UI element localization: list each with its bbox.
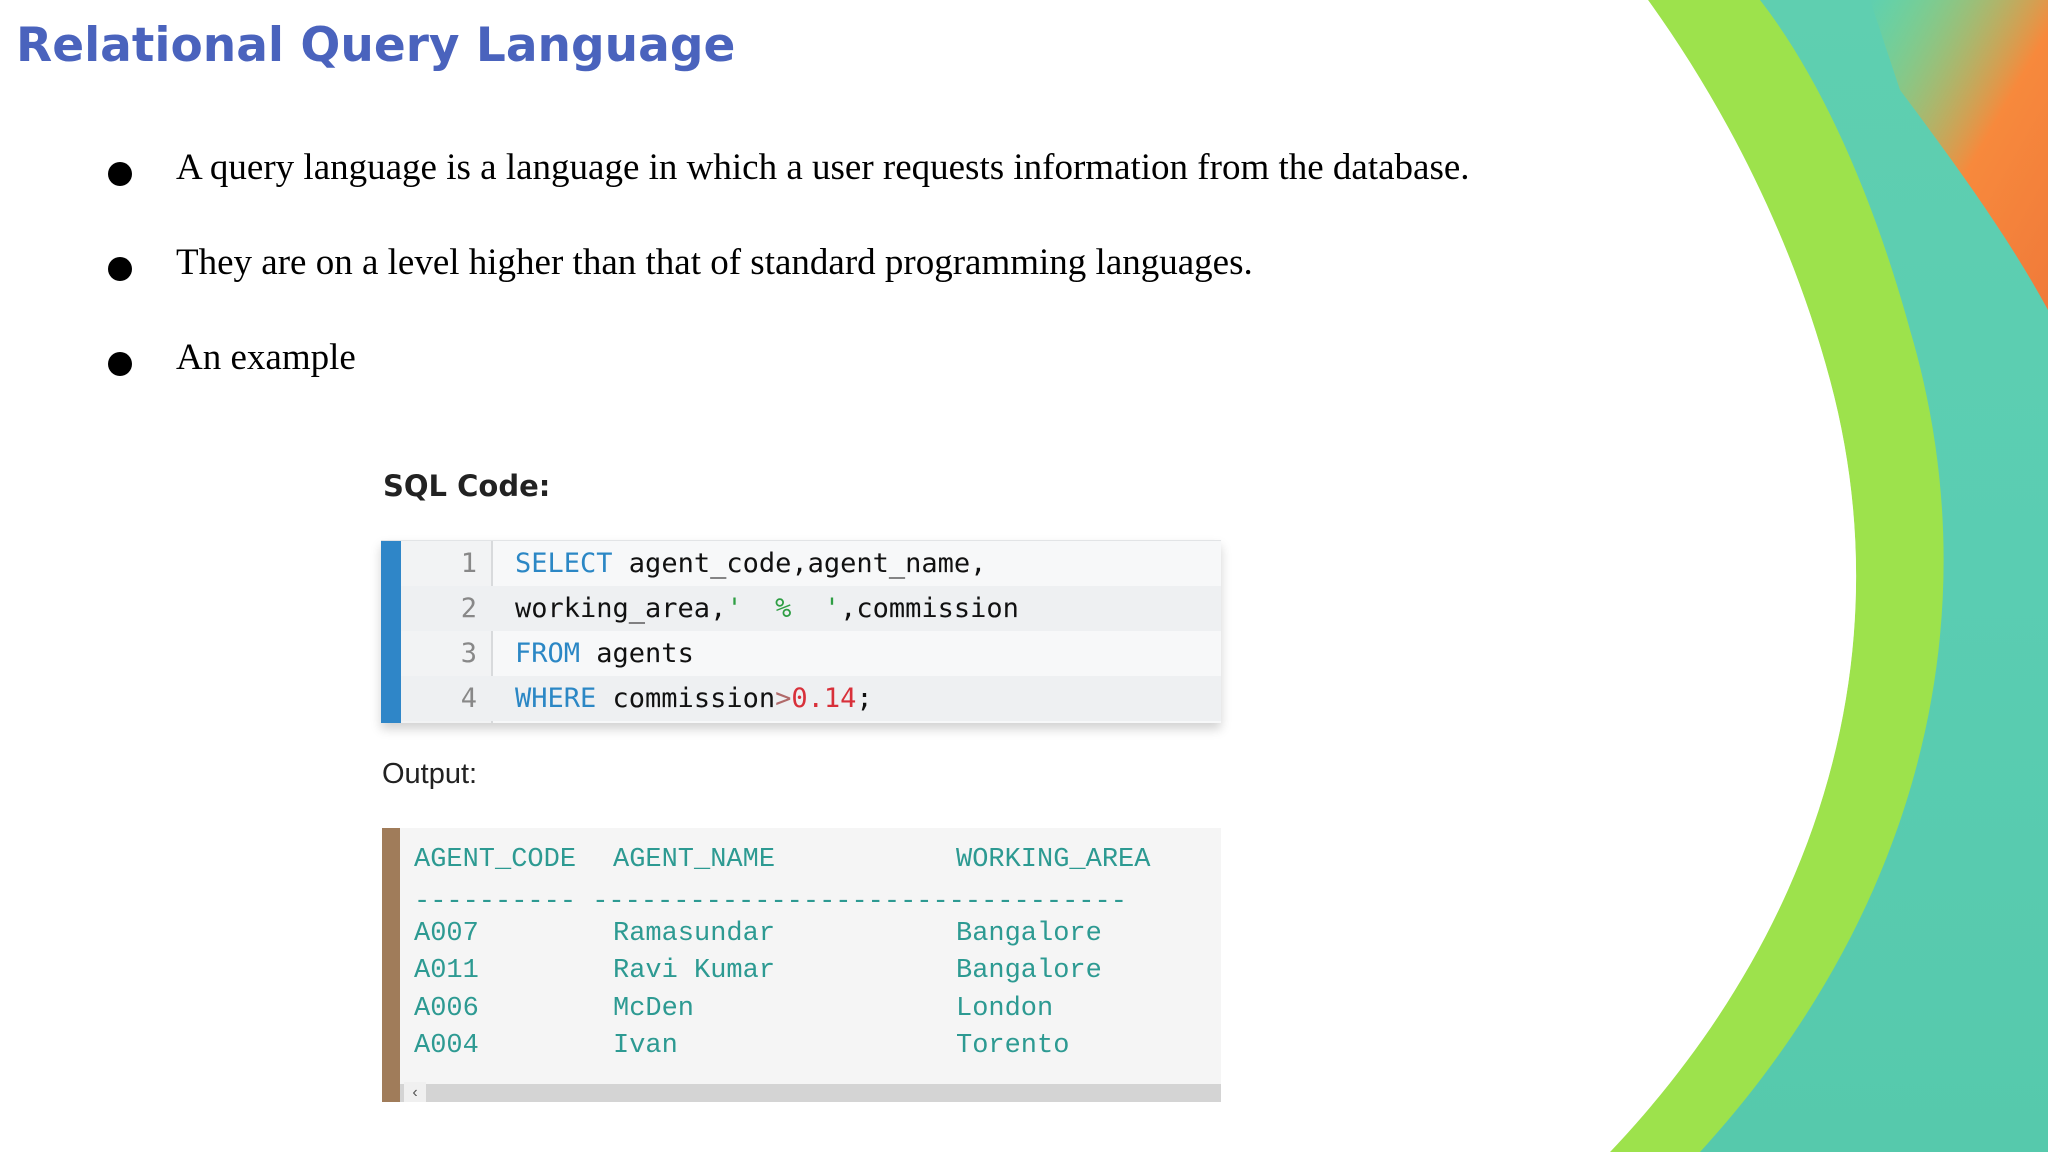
table-cell: Ivan bbox=[613, 1031, 678, 1061]
bullet-dot-icon bbox=[108, 257, 132, 281]
code-line: 4 WHERE commission>0.14; bbox=[401, 676, 1221, 721]
sql-keyword: WHERE bbox=[515, 683, 597, 714]
line-number: 3 bbox=[460, 638, 477, 669]
line-number: 1 bbox=[460, 548, 477, 579]
bullet-text: They are on a level higher than that of … bbox=[176, 242, 1253, 283]
sql-string: ' % ' bbox=[726, 593, 841, 624]
bullet-text: An example bbox=[176, 337, 356, 378]
table-cell: A004 bbox=[414, 1031, 479, 1061]
table-cell: A006 bbox=[414, 994, 479, 1024]
bullet-dot-icon bbox=[108, 162, 132, 186]
sql-operator: > bbox=[775, 683, 792, 714]
sql-number: 0.14 bbox=[791, 683, 857, 714]
code-accent-bar bbox=[381, 541, 401, 723]
table-cell: London bbox=[956, 994, 1054, 1024]
slide-title: Relational Query Language bbox=[16, 18, 736, 73]
code-text: ; bbox=[856, 683, 873, 714]
output-block: AGENT_CODE AGENT_NAME WORKING_AREA -----… bbox=[382, 828, 1221, 1102]
code-text: working_area, bbox=[515, 593, 727, 624]
code-text: ,commission bbox=[840, 593, 1019, 624]
code-line: 3 FROM agents bbox=[401, 631, 1221, 676]
code-text: commission bbox=[596, 683, 776, 714]
column-header: AGENT_CODE bbox=[414, 845, 577, 875]
line-number: 2 bbox=[460, 593, 477, 624]
sql-code-block: 1 SELECT agent_code,agent_name, 2 workin… bbox=[381, 540, 1221, 723]
output-label: Output: bbox=[382, 758, 478, 790]
table-cell: McDen bbox=[613, 994, 695, 1024]
horizontal-scrollbar[interactable]: ‹ bbox=[400, 1082, 1221, 1102]
column-header: AGENT_NAME bbox=[613, 845, 776, 875]
bullet-text: A query language is a language in which … bbox=[176, 147, 1470, 188]
column-header: WORKING_AREA bbox=[956, 845, 1151, 875]
line-number: 4 bbox=[460, 683, 477, 714]
scroll-left-arrow-icon[interactable]: ‹ bbox=[404, 1082, 426, 1102]
table-cell: A011 bbox=[414, 956, 479, 986]
table-cell: Ramasundar bbox=[613, 919, 776, 949]
code-text: agent_code,agent_name, bbox=[612, 548, 987, 579]
bullet-dot-icon bbox=[108, 352, 132, 376]
table-cell: Bangalore bbox=[956, 919, 1102, 949]
code-line: 2 working_area,' % ',commission bbox=[401, 586, 1221, 631]
table-cell: Ravi Kumar bbox=[613, 956, 776, 986]
table-cell: Bangalore bbox=[956, 956, 1102, 986]
code-line: 1 SELECT agent_code,agent_name, bbox=[401, 541, 1221, 586]
header-separator: ---------- -----------------------------… bbox=[414, 887, 1127, 917]
table-cell: A007 bbox=[414, 919, 479, 949]
code-text: agents bbox=[580, 638, 694, 669]
sql-keyword: SELECT bbox=[515, 548, 613, 579]
sql-keyword: FROM bbox=[515, 638, 581, 669]
sql-code-label: SQL Code: bbox=[383, 469, 551, 503]
table-cell: Torento bbox=[956, 1031, 1070, 1061]
output-accent-bar bbox=[382, 828, 400, 1102]
